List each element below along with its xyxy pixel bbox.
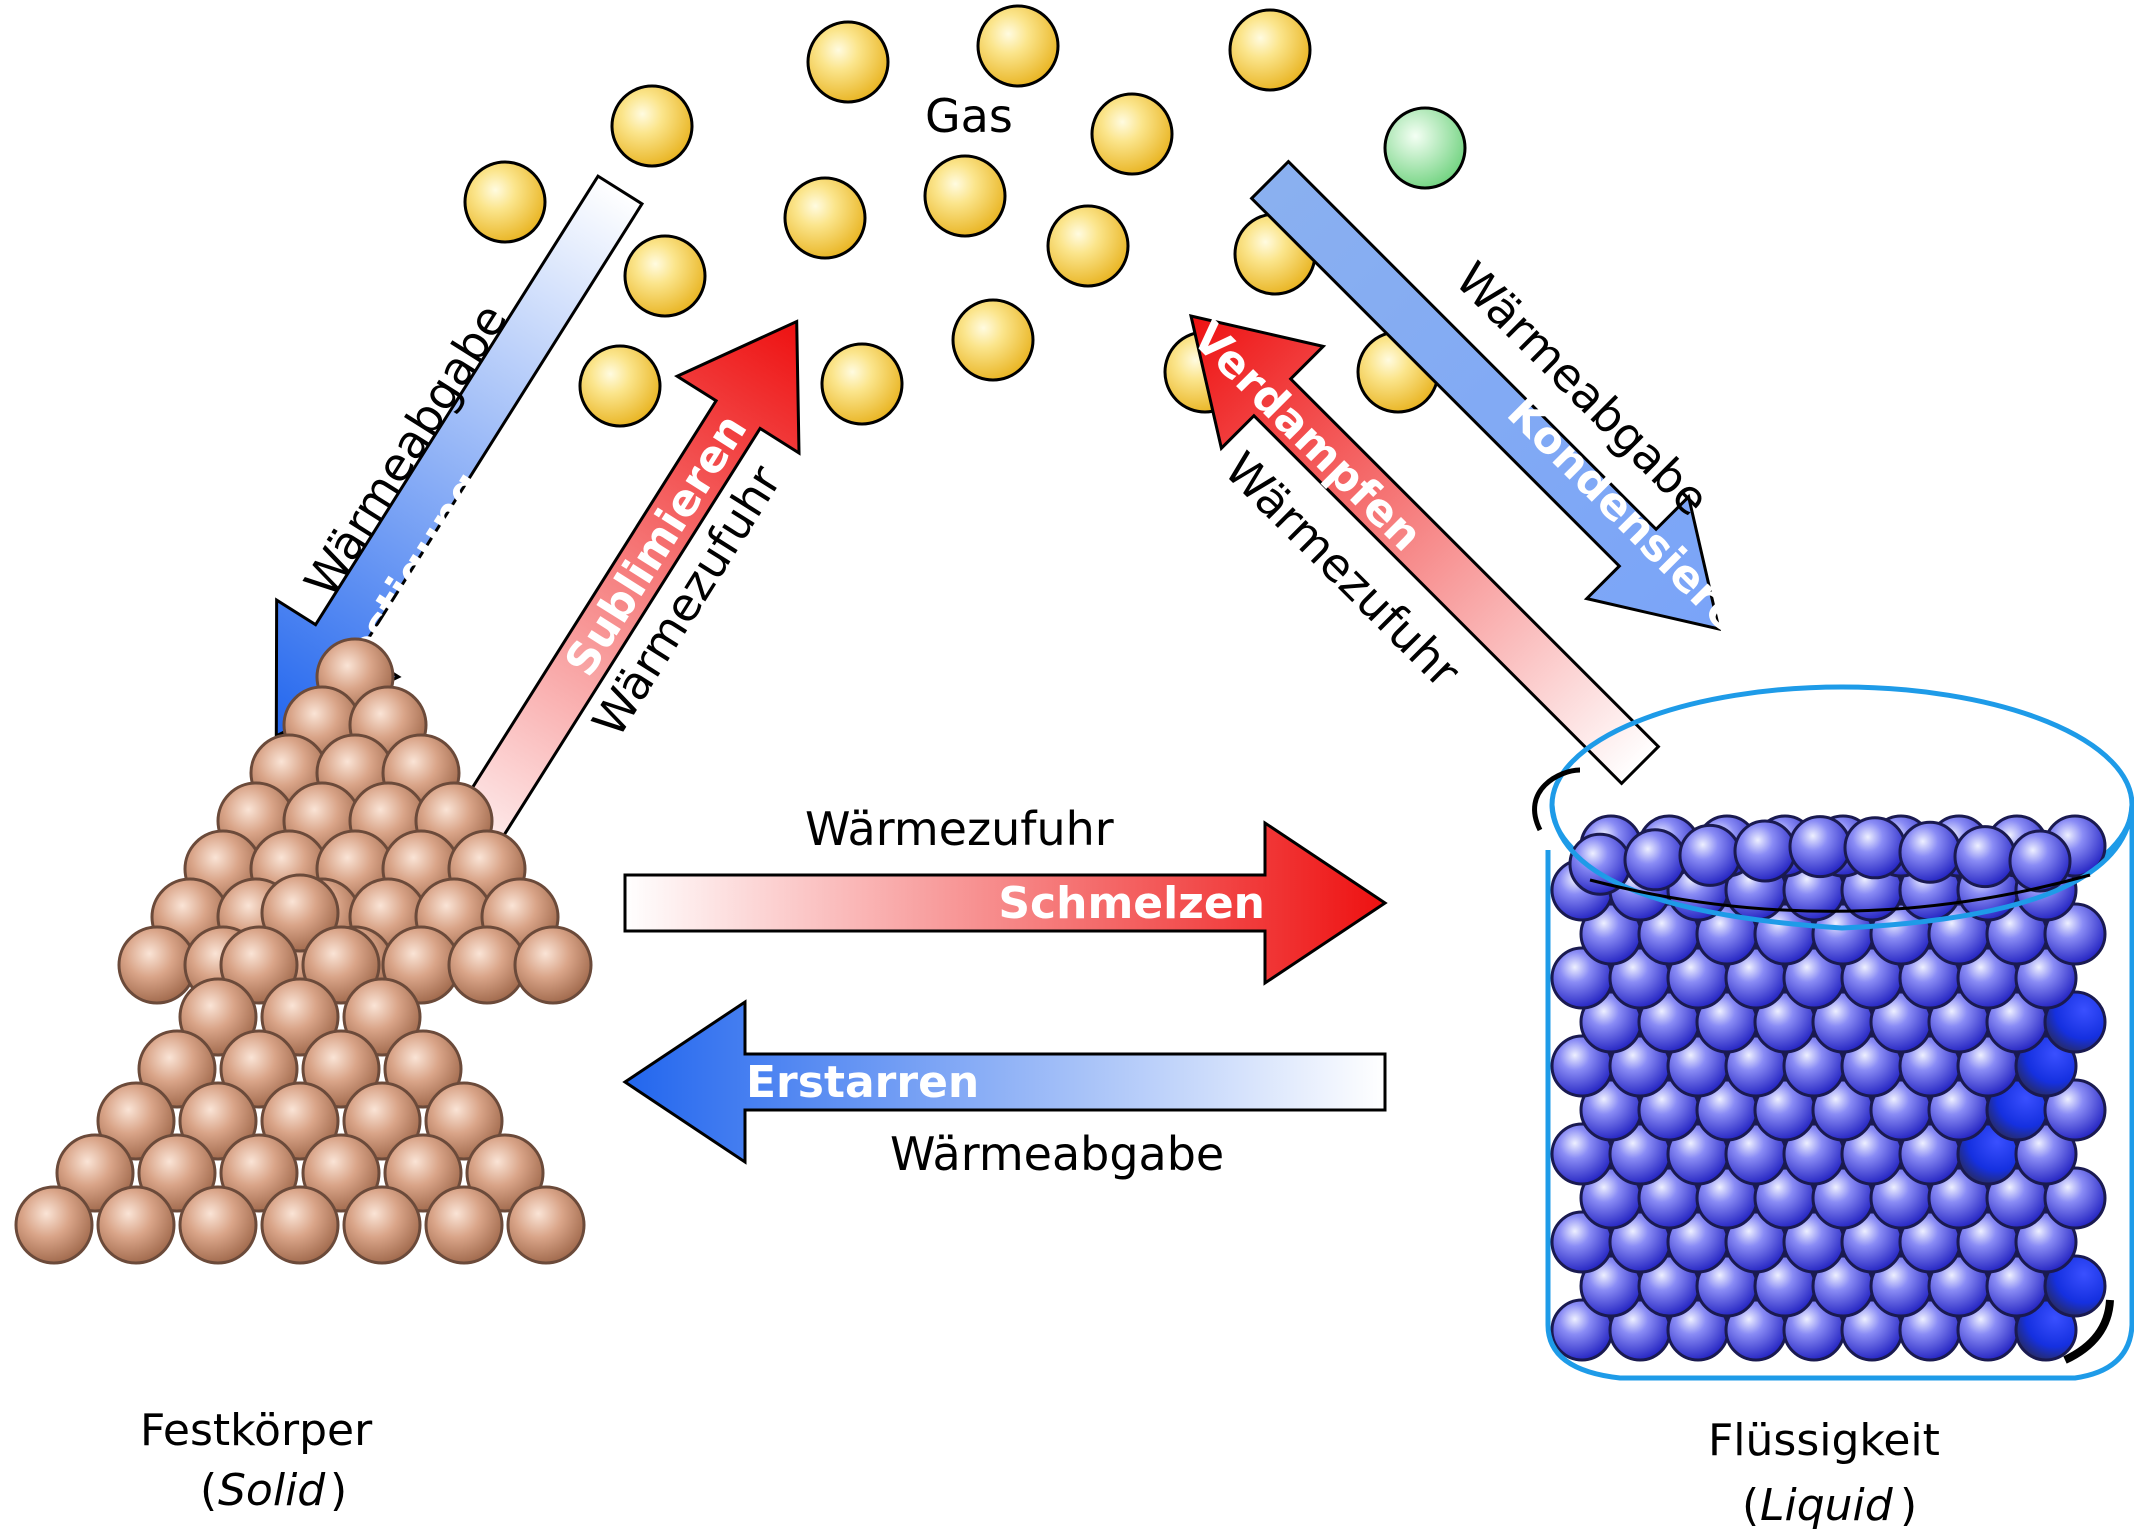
erstarren-heat-label: Wärmeabgabe	[890, 1127, 1224, 1181]
solid-particle	[178, 977, 258, 1057]
solid-particle	[342, 1185, 422, 1265]
solid-particle	[301, 925, 381, 1005]
liquid-sub-open: (	[1742, 1480, 1759, 1531]
liquid-particle	[2014, 1298, 2078, 1362]
liquid-sub-label: Liquid	[1760, 1480, 1894, 1531]
liquid-sub-close: )	[1900, 1480, 1917, 1531]
gas-label: Gas	[925, 89, 1013, 143]
solid-particle	[137, 1133, 217, 1213]
solid-label: Festkörper	[140, 1405, 373, 1456]
gas-particle	[951, 298, 1035, 382]
solid-particle	[96, 1081, 176, 1161]
liquid-particle	[1678, 823, 1742, 887]
liquid-beaker	[1532, 684, 2134, 1381]
solid-particle	[219, 1029, 299, 1109]
solid-particle	[96, 1185, 176, 1265]
gas-particle	[1228, 8, 1312, 92]
schmelzen-label: Schmelzen	[998, 878, 1265, 929]
solid-particle	[55, 1133, 135, 1213]
gas-particle	[1090, 92, 1174, 176]
liquid-particle	[1733, 819, 1797, 883]
solid-particle	[260, 1081, 340, 1161]
gas-particle	[463, 160, 547, 244]
gas-particle	[976, 4, 1060, 88]
schmelzen-heat-label: Wärmezufuhr	[805, 802, 1114, 856]
liquid-particle	[1953, 825, 2017, 889]
gas-particle	[578, 344, 662, 428]
gas-particle	[783, 176, 867, 260]
gas-particle	[1046, 204, 1130, 288]
verdampfen-arrow	[1188, 313, 1661, 786]
solid-particle	[383, 1029, 463, 1109]
liquid-particle	[2014, 1210, 2078, 1274]
solid-particle	[383, 1133, 463, 1213]
solid-particle	[260, 1185, 340, 1265]
solid-particle	[178, 1081, 258, 1161]
liquid-particle	[1898, 820, 1962, 884]
solid-particle	[14, 1185, 94, 1265]
solid-particle	[137, 1029, 217, 1109]
liquid-particle	[2014, 1122, 2078, 1186]
solid-particle	[513, 925, 593, 1005]
liquid-particle	[2008, 829, 2072, 893]
solid-particle	[506, 1185, 586, 1265]
liquid-particle	[1843, 816, 1907, 880]
gas-particle	[806, 20, 890, 104]
erstarren-label: Erstarren	[746, 1057, 979, 1108]
liquid-particle	[2043, 990, 2107, 1054]
gas-particle	[1383, 106, 1467, 190]
solid-particle	[178, 1185, 258, 1265]
liquid-particle	[2014, 946, 2078, 1010]
solid-sub-open: (	[200, 1465, 217, 1516]
liquid-label: Flüssigkeit	[1708, 1415, 1940, 1466]
gas-particles	[463, 4, 1467, 428]
liquid-particle	[2043, 1078, 2107, 1142]
gas-particle	[610, 84, 694, 168]
liquid-particles	[1550, 814, 2107, 1362]
solid-particle	[260, 977, 340, 1057]
liquid-particle	[2043, 1166, 2107, 1230]
kondensieren-arrow	[1249, 159, 1722, 632]
solid-particle	[342, 977, 422, 1057]
liquid-particle	[2043, 1254, 2107, 1318]
solid-particle	[424, 1081, 504, 1161]
solid-particle	[301, 1133, 381, 1213]
gas-particle	[923, 154, 1007, 238]
solid-particle	[424, 1185, 504, 1265]
liquid-particle	[2014, 1034, 2078, 1098]
solid-sub-label: Solid	[218, 1465, 326, 1516]
gas-particle	[820, 342, 904, 426]
solid-particle	[342, 1081, 422, 1161]
liquid-particle	[2043, 902, 2107, 966]
liquid-particle	[1788, 815, 1852, 879]
solid-sub-close: )	[330, 1465, 347, 1516]
solid-particle	[301, 1029, 381, 1109]
solid-particle	[260, 873, 340, 953]
schmelzen-arrow: Schmelzen	[623, 820, 1388, 986]
solid-particle	[219, 925, 299, 1005]
solid-particle	[219, 1133, 299, 1213]
erstarren-arrow	[622, 999, 1387, 1165]
solid-particle	[465, 1133, 545, 1213]
solid-particle-pyramid	[14, 637, 593, 1265]
liquid-particle	[1623, 828, 1687, 892]
gas-particle	[623, 234, 707, 318]
